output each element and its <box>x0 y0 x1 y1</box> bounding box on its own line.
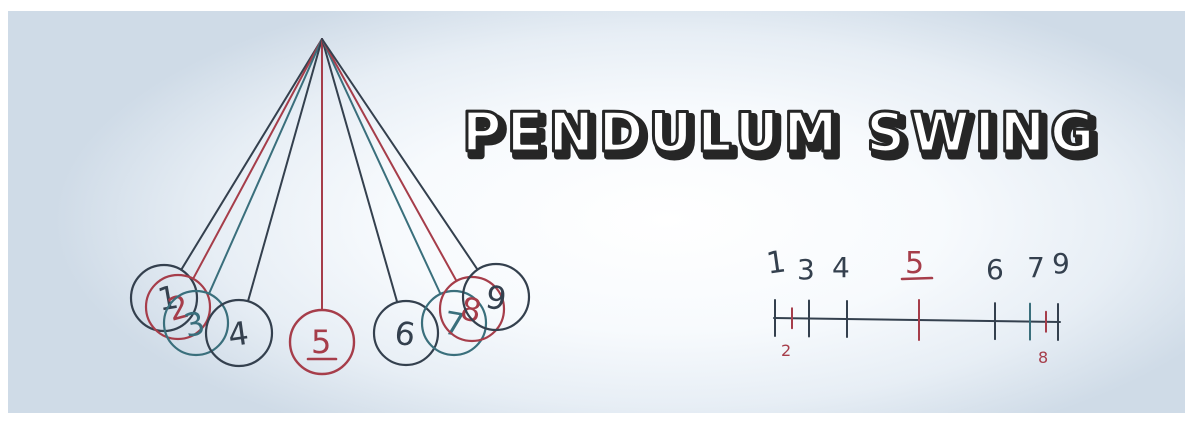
pendulum-label-9: 9 <box>483 278 510 319</box>
pendulum-string-3 <box>208 38 323 295</box>
pendulum-string-6 <box>321 38 399 304</box>
timeline-label-3: 3 <box>797 253 815 286</box>
pendulum-string-1 <box>180 38 323 271</box>
title-shadow: PENDULUM SWING <box>466 106 1103 169</box>
timeline: 1 3 4 5 6 7 9 2 8 <box>764 244 1070 367</box>
pendulum-bobs: 1 2 3 4 5 <box>129 262 531 376</box>
pendulum-string-4 <box>247 38 323 303</box>
pendulum-string-7 <box>321 38 442 295</box>
timeline-label-9: 9 <box>1052 247 1070 280</box>
timeline-label-7: 7 <box>1027 251 1045 284</box>
timeline-label-5: 5 <box>905 246 924 281</box>
pendulum-label-4: 4 <box>226 314 251 354</box>
timeline-label-1: 1 <box>764 244 788 281</box>
pendulum-string-8 <box>321 38 458 282</box>
timeline-label-8: 8 <box>1038 348 1048 367</box>
timeline-ticks <box>774 299 1059 341</box>
timeline-underline-5 <box>900 276 934 281</box>
pendulum-strings <box>180 38 479 311</box>
timeline-label-2: 2 <box>781 341 791 360</box>
timeline-label-4: 4 <box>832 251 850 284</box>
pendulum-illustration: PENDULUM SWING PENDULUM SWING 1 2 3 <box>129 38 1103 376</box>
timeline-axis <box>773 317 1061 323</box>
pendulum-bob-5: 5 <box>288 308 356 376</box>
pendulum-label-5: 5 <box>311 323 331 361</box>
pendulum-label-6: 6 <box>392 314 417 354</box>
pendulum-label-8: 8 <box>457 289 485 330</box>
title-group: PENDULUM SWING PENDULUM SWING <box>461 100 1103 173</box>
pendulum-string-9 <box>321 38 479 271</box>
illustration-panel: PENDULUM SWING PENDULUM SWING 1 2 3 <box>8 11 1185 413</box>
pendulum-bob-6: 6 <box>372 299 440 367</box>
page-title: PENDULUM SWING <box>462 101 1099 164</box>
timeline-label-6: 6 <box>986 253 1004 286</box>
pendulum-bob-4: 4 <box>204 298 274 368</box>
pendulum-string-2 <box>192 38 323 280</box>
